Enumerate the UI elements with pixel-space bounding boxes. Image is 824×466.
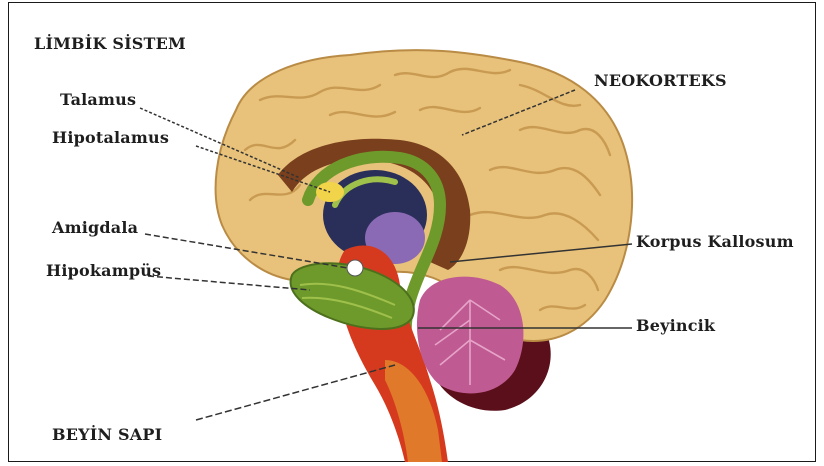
- label-amigdala: Amigdala: [52, 218, 138, 237]
- label-talamus: Talamus: [60, 90, 136, 109]
- label-beyin-sapi: BEYİN SAPI: [52, 425, 162, 444]
- amygdala: [347, 260, 363, 276]
- diagram-title: LİMBİK SİSTEM: [34, 34, 186, 53]
- label-beyincik: Beyincik: [636, 316, 715, 335]
- label-hipokampus: Hipokampüs: [46, 261, 161, 280]
- label-korpus-kallosum: Korpus Kallosum: [636, 232, 794, 251]
- label-hipotalamus: Hipotalamus: [52, 128, 169, 147]
- label-neokorteks: NEOKORTEKS: [594, 71, 727, 90]
